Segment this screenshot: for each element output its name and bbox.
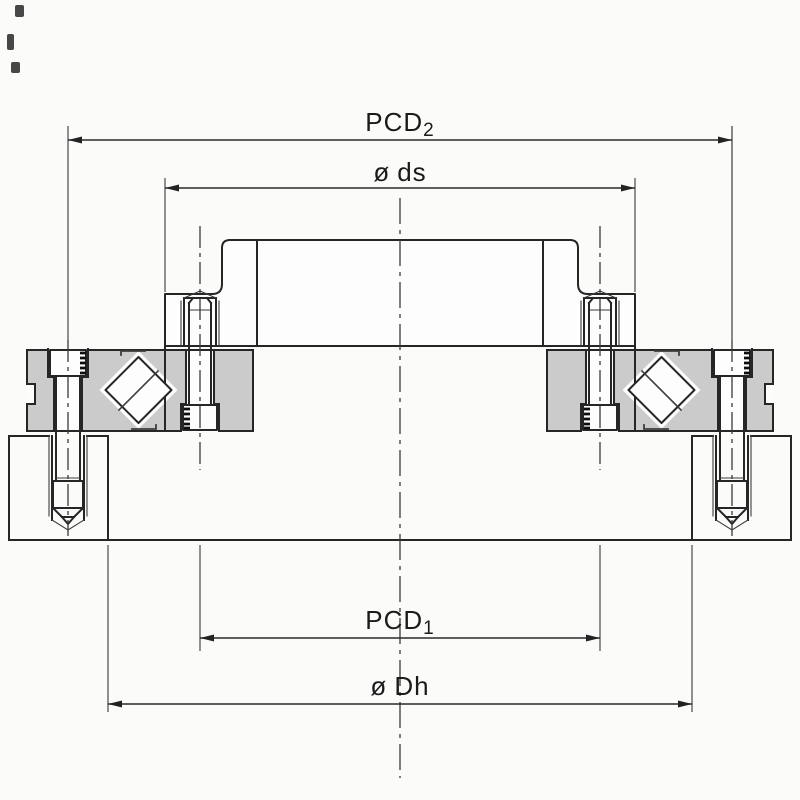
flange-boss-edges: [256, 239, 544, 347]
dimension-label-pcd2: PCD2: [365, 107, 434, 141]
housing-left-edges: [8, 435, 109, 541]
bearing-left-half: [8, 126, 254, 541]
scan-artifacts: [7, 5, 24, 73]
dimension-pcd1: PCD1: [199, 545, 601, 651]
bolt-head-knurl-marks: [80, 351, 750, 430]
raceway-split-ticks: [120, 350, 157, 430]
dimension-label-pcd1: PCD1: [365, 605, 434, 639]
crossed-roller-section: [104, 350, 173, 430]
socket-head-bolt-outer: [47, 126, 89, 536]
socket-head-bolt-inner: [180, 226, 220, 470]
seal-groove-cutout: [27, 384, 35, 404]
dimension-pcd2: PCD2: [68, 107, 733, 340]
bearing-ring-edges: [26, 345, 254, 432]
roller-axis-line: [117, 369, 160, 412]
